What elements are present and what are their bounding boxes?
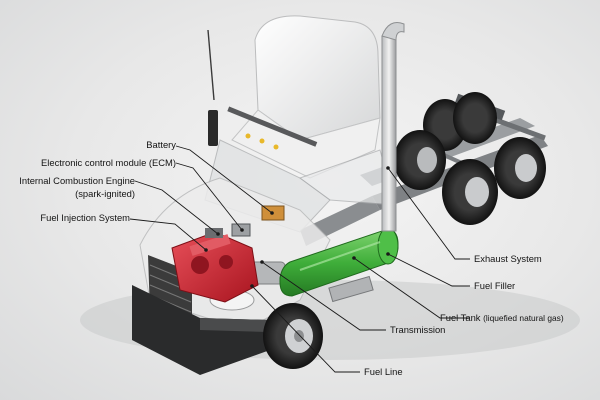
label-fuel-tank: Fuel Tank (liquefied natural gas): [440, 312, 564, 325]
front-tire: [263, 303, 323, 369]
callout-lines: [129, 145, 470, 373]
label-transmission: Transmission: [390, 324, 446, 335]
label-exhaust: Exhaust System: [474, 253, 542, 264]
label-engine-note: (spark-ignited): [75, 188, 135, 199]
label-battery: Battery: [146, 139, 176, 150]
rear-tires: [394, 92, 546, 225]
label-fuel-injection: Fuel Injection System: [40, 212, 130, 223]
label-fuel-line: Fuel Line: [364, 366, 403, 377]
label-engine: Internal Combustion Engine: [19, 175, 135, 186]
fuel-tank-note: (liquefied natural gas): [483, 313, 564, 323]
exhaust-stack: [381, 22, 405, 232]
fuel-tank-title: Fuel Tank: [440, 312, 481, 323]
step-part: [328, 275, 374, 303]
callout-dots: [204, 166, 390, 288]
label-fuel-filler: Fuel Filler: [474, 280, 516, 291]
label-ecm: Electronic control module (ECM): [41, 157, 176, 168]
engine-block: [171, 228, 259, 303]
fuel-tank-part: [279, 227, 399, 297]
